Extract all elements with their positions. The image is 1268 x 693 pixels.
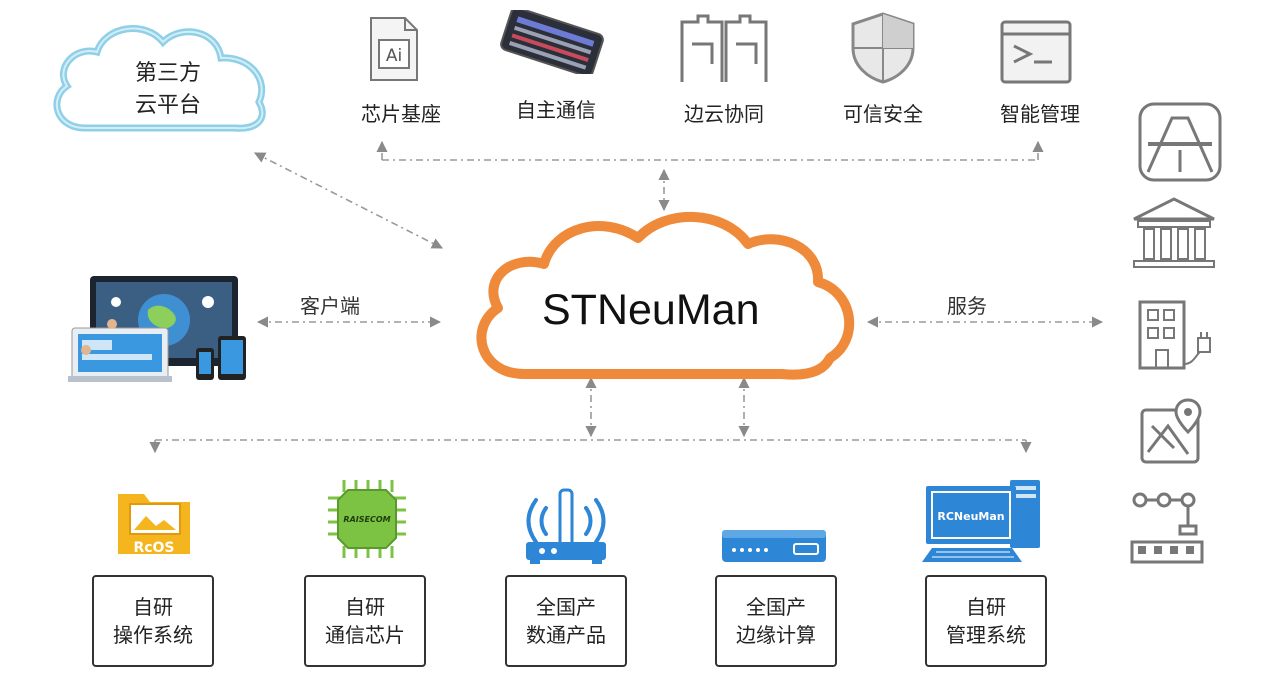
feature-trusted-security: 可信安全 (843, 102, 923, 126)
feature-edge-cloud: 边云协同 (684, 102, 764, 126)
factory-robot-icon (1130, 492, 1204, 564)
product-datacom-line1: 全国产 (536, 595, 596, 619)
chip-icon: RAISECOM (328, 480, 406, 558)
building-power-icon (1138, 300, 1211, 370)
computer-icon: RCNeuMan (922, 480, 1040, 562)
center-title: STNeuMan (542, 286, 760, 334)
rcos-icon-text: RcOS (133, 540, 174, 556)
stneuman-cloud-icon (476, 212, 855, 380)
product-box-os: 自研 操作系统 (92, 575, 214, 667)
third-party-link (254, 152, 443, 249)
rcos-folder-icon: RcOS (118, 494, 190, 556)
edge-server-icon (722, 530, 826, 562)
bank-icon (1133, 197, 1215, 268)
client-devices-icon (68, 276, 246, 382)
collaboration-icon (680, 14, 768, 82)
device-panel-icon (500, 10, 604, 74)
highway-icon (1138, 102, 1222, 182)
chip-icon-text: RAISECOM (343, 515, 390, 524)
feature-smart-management: 智能管理 (1000, 102, 1080, 126)
service-label: 服务 (947, 294, 987, 318)
map-pin-icon (1140, 398, 1202, 464)
product-os-line2: 操作系统 (113, 623, 193, 647)
product-os-line1: 自研 (133, 595, 173, 619)
product-box-chip: 自研 通信芯片 (304, 575, 426, 667)
computer-icon-text: RCNeuMan (937, 510, 1004, 523)
client-label: 客户端 (300, 294, 360, 318)
third-party-cloud-icon (53, 25, 266, 132)
product-box-datacom: 全国产 数通产品 (505, 575, 627, 667)
product-datacom-line2: 数通产品 (526, 623, 606, 647)
product-chip-line1: 自研 (345, 595, 385, 619)
product-management-line1: 自研 (966, 595, 1006, 619)
product-management-line2: 管理系统 (946, 623, 1026, 647)
product-box-edge: 全国产 边缘计算 (715, 575, 837, 667)
svg-text:Ai: Ai (386, 46, 402, 66)
product-box-management: 自研 管理系统 (925, 575, 1047, 667)
product-edge-line1: 全国产 (746, 595, 806, 619)
third-party-label: 第三方 云平台 (108, 58, 228, 122)
third-party-line1: 第三方 (134, 61, 201, 86)
feature-self-communication: 自主通信 (516, 98, 596, 122)
terminal-icon (1000, 20, 1072, 84)
product-edge-line2: 边缘计算 (736, 623, 816, 647)
shield-icon (851, 12, 915, 84)
feature-chip-base: 芯片基座 (361, 102, 441, 126)
chip-document-icon: Ai (370, 17, 418, 81)
product-chip-line2: 通信芯片 (325, 623, 405, 647)
router-icon (526, 488, 606, 564)
third-party-line2: 云平台 (134, 93, 201, 118)
